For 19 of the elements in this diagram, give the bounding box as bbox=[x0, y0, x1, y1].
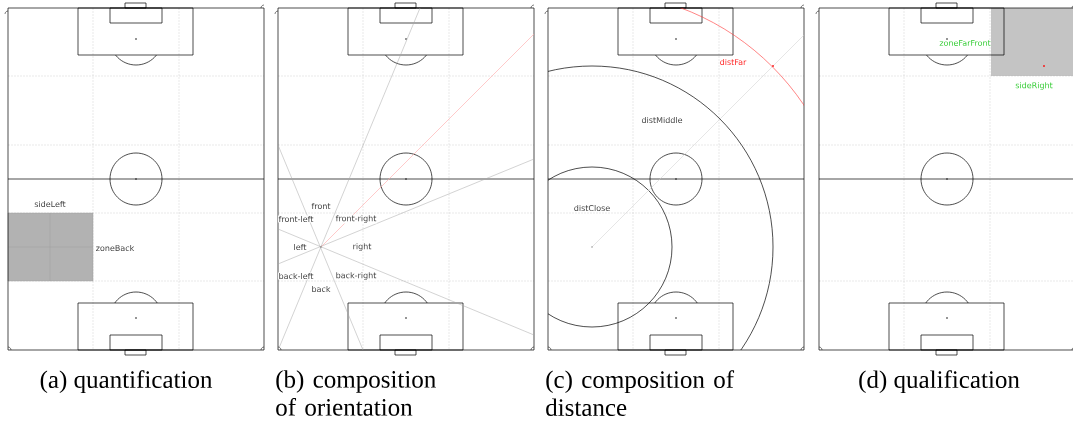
zone-label: distClose bbox=[573, 204, 611, 212]
zone-label: sideRight bbox=[1015, 82, 1053, 90]
zone-label: front-left bbox=[278, 215, 314, 223]
caption: (b) composition of orientation bbox=[276, 370, 436, 416]
zone-label: distMiddle bbox=[641, 116, 683, 124]
zone-label: back-right bbox=[335, 271, 377, 281]
zone-label: right bbox=[352, 242, 372, 252]
zone-label: distFar bbox=[720, 58, 747, 66]
zone-label: zoneBack bbox=[96, 244, 135, 252]
zone-label: back-left bbox=[278, 272, 314, 280]
zone-label: front-right bbox=[335, 214, 377, 224]
zone-label: zoneFarFront bbox=[939, 40, 991, 46]
caption: (c) composition of distance bbox=[546, 370, 735, 417]
caption: (a) quantification bbox=[40, 370, 213, 394]
caption: (d) qualification bbox=[859, 370, 1020, 394]
zone-label: left bbox=[293, 243, 307, 251]
zone-label: sideLeft bbox=[34, 200, 66, 208]
zone-label: front bbox=[311, 202, 331, 210]
zone-label: back bbox=[311, 285, 331, 293]
